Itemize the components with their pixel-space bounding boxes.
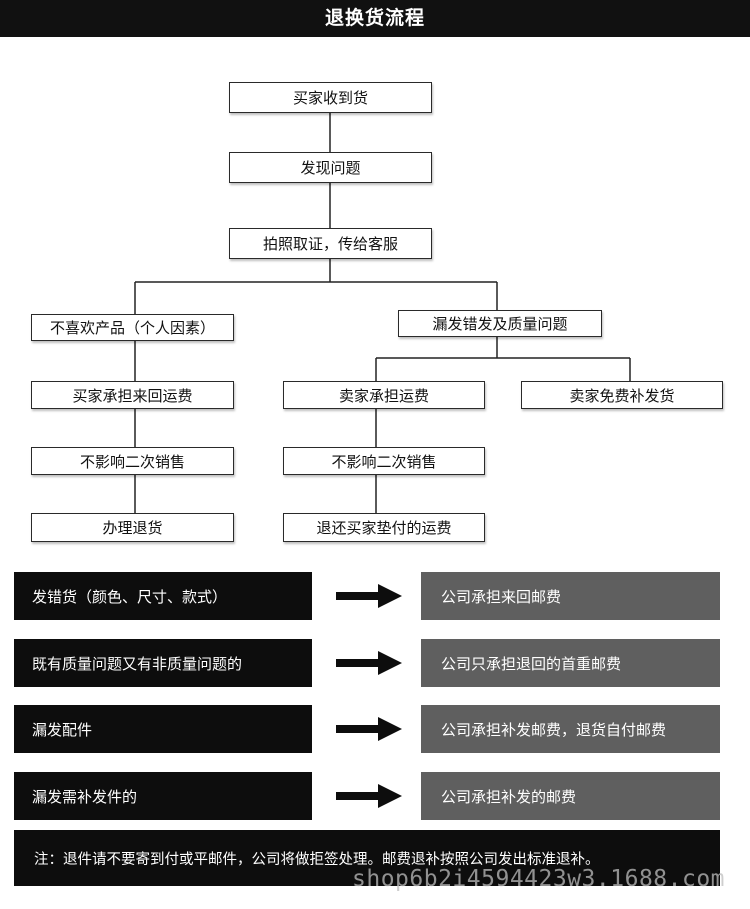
branch-missing-wrong-quality: 漏发错发及质量问题 — [398, 310, 602, 337]
rule-policy: 公司只承担退回的首重邮费 — [421, 639, 720, 687]
step-buyer-receives: 买家收到货 — [229, 82, 432, 113]
right-arrow-icon — [336, 584, 402, 608]
step-buyer-pays-shipping: 买家承担来回运费 — [31, 381, 234, 409]
step-no-impact-resale-right: 不影响二次销售 — [283, 447, 485, 475]
rule-policy: 公司承担来回邮费 — [421, 572, 720, 620]
rule-policy: 公司承担补发的邮费 — [421, 772, 720, 820]
step-seller-pays-shipping: 卖家承担运费 — [283, 381, 485, 409]
step-find-problem: 发现问题 — [229, 152, 432, 183]
step-refund-buyer-shipping: 退还买家垫付的运费 — [283, 513, 485, 542]
step-process-return: 办理退货 — [31, 513, 234, 542]
step-photo-evidence: 拍照取证，传给客服 — [229, 228, 432, 259]
step-no-impact-resale-left: 不影响二次销售 — [31, 447, 234, 475]
page-title: 退换货流程 — [0, 0, 750, 37]
right-arrow-icon — [336, 717, 402, 741]
rule-condition: 漏发需补发件的 — [14, 772, 312, 820]
return-note: 注：退件请不要寄到付或平邮件，公司将做拒签处理。邮费退补按照公司发出标准退补。 — [14, 830, 720, 886]
flow-connectors — [134, 113, 631, 513]
right-arrow-icon — [336, 651, 402, 675]
watermark: shop6b2i4594423w3.1688.com — [352, 866, 726, 892]
rule-condition: 发错货（颜色、尺寸、款式） — [14, 572, 312, 620]
rule-condition: 既有质量问题又有非质量问题的 — [14, 639, 312, 687]
step-seller-free-reship: 卖家免费补发货 — [521, 381, 723, 409]
rule-condition: 漏发配件 — [14, 705, 312, 753]
branch-personal-reasons: 不喜欢产品（个人因素） — [31, 314, 234, 341]
right-arrow-icon — [336, 784, 402, 808]
rule-policy: 公司承担补发邮费，退货自付邮费 — [421, 705, 720, 753]
